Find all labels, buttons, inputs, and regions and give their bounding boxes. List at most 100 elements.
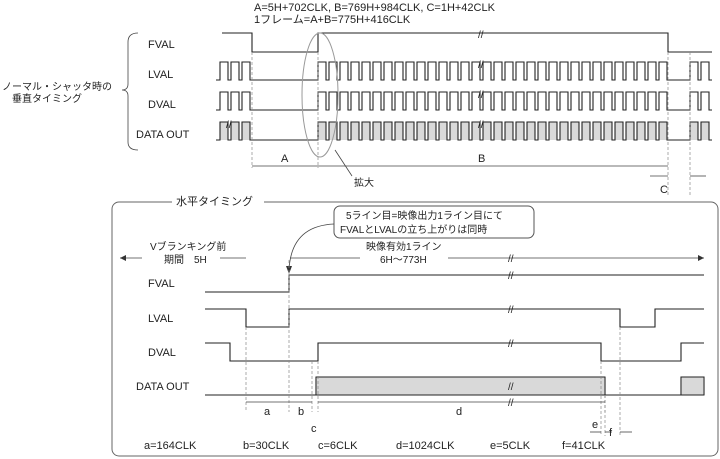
blanking-label-2: 期間 5H	[164, 254, 207, 266]
formula-line-1: A=5H+702CLK, B=769H+984CLK, C=1H+42CLK	[254, 2, 496, 14]
legend-f: f=41CLK	[562, 440, 606, 452]
interval-e: e	[592, 419, 598, 431]
note-callout	[333, 205, 535, 239]
legend-c: c=6CLK	[318, 440, 358, 452]
v-dataout-pulse	[505, 122, 513, 140]
h-wave-fval	[205, 274, 704, 293]
v-dataout-pulse	[406, 122, 414, 140]
svg-text://: //	[478, 30, 484, 41]
v-dataout-pulse	[593, 122, 601, 140]
h-break-marks: // // // // //	[508, 271, 514, 409]
v-dataout-pulse	[351, 122, 359, 140]
svg-text://: //	[478, 90, 484, 101]
note-line-2: FVALとLVALの立ち上がりは同時	[340, 223, 487, 236]
v-wave-dval	[216, 91, 712, 111]
h-wave-lval	[205, 308, 704, 328]
v-dataout-pulse	[428, 122, 436, 140]
v-wave-fval	[222, 32, 712, 53]
v-label-dataout: DATA OUT	[136, 129, 190, 141]
vertical-caption-line-2: 垂直タイミング	[12, 92, 82, 105]
v-dataout-pulse	[472, 122, 480, 140]
v-dimensions	[251, 52, 706, 196]
zoom-ellipse	[301, 32, 339, 158]
v-dataout-pulse	[582, 122, 590, 140]
v-dataout-pulse	[439, 122, 447, 140]
v-dataout-pulse	[450, 122, 458, 140]
vertical-caption-line-1: ノーマル・シャッタ時の	[2, 81, 112, 93]
svg-text://: //	[508, 382, 514, 393]
v-dataout-pulse	[231, 122, 239, 140]
v-dataout-pulse	[637, 122, 645, 140]
h-label-lval: LVAL	[148, 313, 173, 325]
v-dataout-pulse	[340, 122, 348, 140]
interval-A: A	[281, 153, 289, 165]
v-dataout-pulse	[615, 122, 623, 140]
v-pulse-trains	[216, 61, 712, 141]
interval-c: c	[311, 423, 317, 435]
v-dataout-pulse	[549, 122, 557, 140]
legend-d: d=1024CLK	[396, 440, 455, 452]
v-dataout-pulse	[648, 122, 656, 140]
interval-B: B	[478, 153, 485, 165]
v-label-dval: DVAL	[148, 99, 176, 111]
v-dataout-pulse	[701, 122, 709, 140]
v-dataout-pulse	[242, 122, 250, 140]
formula-line-2: 1フレーム=A+B=775H+416CLK	[254, 13, 411, 26]
h-dataout-active	[315, 376, 606, 396]
v-dataout-pulse	[527, 122, 535, 140]
vertical-brace	[121, 32, 139, 151]
v-dataout-pulse	[626, 122, 634, 140]
v-dataout-pulse	[494, 122, 502, 140]
legend-e: e=5CLK	[490, 440, 531, 452]
interval-f: f	[609, 427, 613, 439]
blanking-valid-arrows: //	[120, 254, 704, 265]
interval-b: b	[298, 406, 304, 418]
v-dataout-pulse	[516, 122, 524, 140]
valid-label-1: 映像有効1ライン	[366, 240, 442, 253]
v-dataout-pulse	[384, 122, 392, 140]
v-dataout-pulse	[690, 122, 698, 140]
svg-text://: //	[508, 339, 514, 350]
h-dimensions	[245, 260, 632, 436]
v-dataout-pulse	[318, 122, 326, 140]
interval-d: d	[456, 406, 462, 418]
v-dataout-pulse	[417, 122, 425, 140]
v-dataout-pulse	[362, 122, 370, 140]
v-dataout-pulse	[220, 122, 228, 140]
horizontal-box	[111, 201, 719, 457]
v-wave-dataout	[216, 121, 712, 141]
v-break-marks: // // // // //	[226, 30, 484, 131]
v-label-fval: FVAL	[148, 39, 175, 51]
v-label-lval: LVAL	[148, 69, 173, 81]
svg-text://: //	[226, 120, 232, 131]
note-leader	[288, 223, 335, 273]
horizontal-box-title-bg	[172, 195, 264, 209]
v-dataout-pulse	[329, 122, 337, 140]
v-dataout-pulse	[395, 122, 403, 140]
v-dataout-pulse	[659, 122, 667, 140]
interval-C: C	[660, 184, 668, 196]
v-wave-lval	[216, 61, 712, 81]
interval-a: a	[264, 406, 271, 418]
valid-label-2: 6H〜773H	[380, 255, 427, 266]
h-label-fval: FVAL	[148, 278, 175, 290]
v-dataout-pulse	[373, 122, 381, 140]
svg-text://: //	[478, 60, 484, 71]
h-label-dataout: DATA OUT	[136, 381, 190, 393]
v-dataout-pulse	[571, 122, 579, 140]
svg-text://: //	[508, 271, 514, 282]
h-wave-dval	[205, 342, 704, 362]
v-dataout-pulse	[483, 122, 491, 140]
blanking-label-1: Vブランキング前	[150, 240, 226, 253]
svg-text://: //	[478, 120, 484, 131]
legend-a: a=164CLK	[144, 440, 197, 452]
h-label-dval: DVAL	[148, 347, 176, 359]
zoom-label: 拡大	[354, 176, 374, 189]
svg-text://: //	[508, 305, 514, 316]
zoom-leader	[334, 149, 353, 177]
note-line-1: 5ライン目=映像出力1ライン目にて	[346, 209, 503, 222]
v-dataout-pulse	[538, 122, 546, 140]
v-dataout-pulse	[461, 122, 469, 140]
